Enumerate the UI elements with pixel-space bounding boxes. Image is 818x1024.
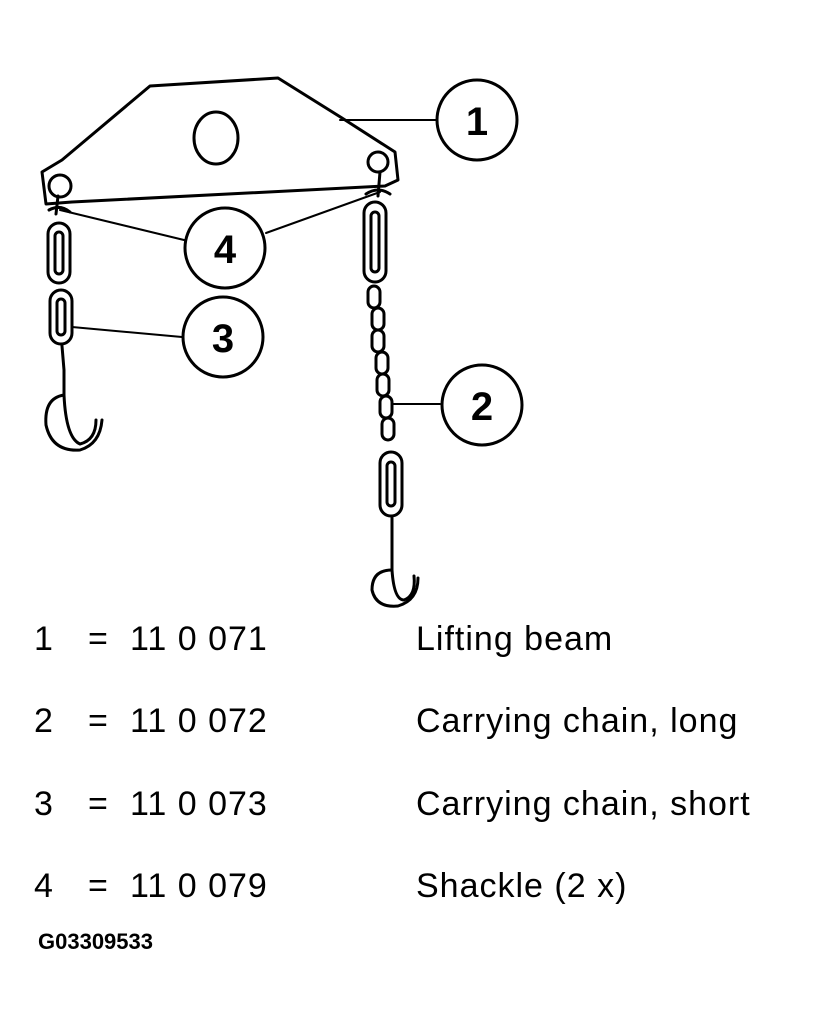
right-eye-hole: [366, 150, 390, 174]
legend-part-number: 11 0 073: [130, 785, 268, 823]
long-chain: [362, 170, 420, 608]
legend-number: 4: [34, 867, 54, 905]
legend-description: Carrying chain, long: [416, 702, 739, 740]
legend-number: 2: [34, 702, 54, 740]
legend-number: 1: [34, 620, 54, 658]
legend-equals: =: [88, 620, 109, 658]
legend-description: Shackle (2 x): [416, 867, 628, 905]
short-chain: [44, 194, 104, 452]
callout-4-label: 4: [214, 228, 237, 272]
legend-part-number: 11 0 079: [130, 867, 268, 905]
callout-1-circle: [435, 78, 519, 162]
callout-4-circle: [183, 206, 267, 290]
beam-center-hole: [192, 110, 240, 166]
lifting-beam-plate: [40, 76, 400, 206]
legend-description: Carrying chain, short: [416, 785, 751, 823]
legend-row-3: 3 = 11 0 073 Carrying chain, short: [0, 785, 818, 835]
legend-part-number: 11 0 071: [130, 620, 268, 658]
leader-lines: [59, 119, 441, 405]
callout-2-circle: [440, 363, 524, 447]
legend-part-number: 11 0 072: [130, 702, 268, 740]
callout-1-label: 1: [466, 100, 488, 144]
legend-equals: =: [88, 867, 109, 905]
callout-3-circle: [181, 295, 265, 379]
legend-number: 3: [34, 785, 54, 823]
legend-description: Lifting beam: [416, 620, 614, 658]
figure-id: G03309533: [38, 929, 153, 954]
lifting-beam-diagram: 1 4 3 2: [40, 76, 524, 608]
left-eye-hole: [47, 173, 73, 199]
callout-2-label: 2: [471, 385, 493, 429]
callout-3-label: 3: [212, 317, 234, 361]
legend-row-4: 4 = 11 0 079 Shackle (2 x): [0, 867, 818, 917]
legend-equals: =: [88, 785, 109, 823]
legend-row-2: 2 = 11 0 072 Carrying chain, long: [0, 702, 818, 752]
legend-row-1: 1 = 11 0 071 Lifting beam: [0, 620, 818, 670]
legend-equals: =: [88, 702, 109, 740]
